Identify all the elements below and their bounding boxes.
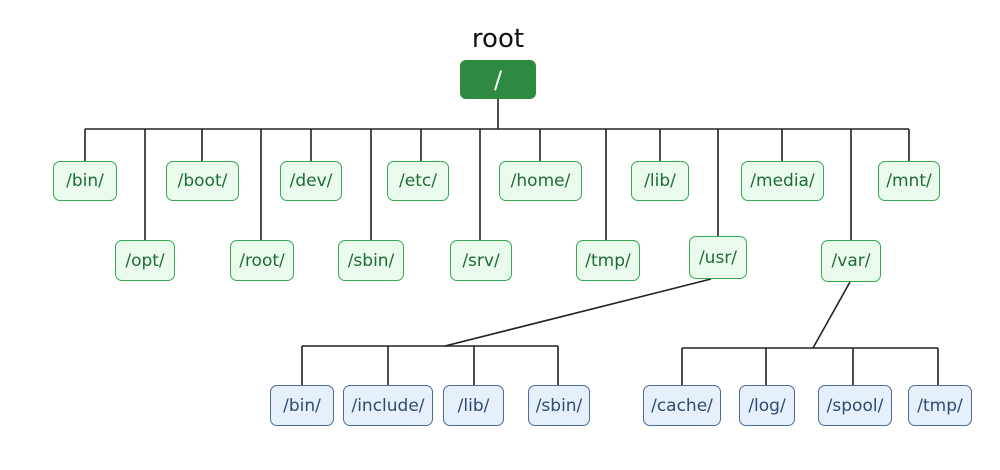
- node-home[interactable]: /home/: [499, 161, 582, 201]
- node-usr-sbin[interactable]: /sbin/: [528, 385, 590, 426]
- node-opt[interactable]: /opt/: [115, 240, 175, 281]
- node-var-spool[interactable]: /spool/: [818, 385, 892, 426]
- usr-diagonal: [444, 278, 712, 347]
- node-var-tmp[interactable]: /tmp/: [908, 385, 972, 426]
- node-usr[interactable]: /usr/: [689, 236, 747, 279]
- node-var-log[interactable]: /log/: [739, 385, 795, 426]
- node-usr-include[interactable]: /include/: [343, 385, 433, 426]
- node-tmp[interactable]: /tmp/: [576, 240, 640, 281]
- node-media[interactable]: /media/: [741, 161, 824, 201]
- node-mnt[interactable]: /mnt/: [878, 161, 940, 201]
- node-etc[interactable]: /etc/: [387, 161, 449, 201]
- node-usr-lib[interactable]: /lib/: [443, 385, 504, 426]
- node-root-dir[interactable]: /root/: [230, 240, 294, 281]
- node-bin[interactable]: /bin/: [53, 161, 117, 201]
- var-diagonal: [812, 281, 851, 349]
- node-usr-bin[interactable]: /bin/: [270, 385, 334, 426]
- node-var-cache[interactable]: /cache/: [643, 385, 721, 426]
- node-srv[interactable]: /srv/: [450, 240, 512, 281]
- node-sbin[interactable]: /sbin/: [338, 240, 404, 281]
- node-dev[interactable]: /dev/: [280, 161, 342, 201]
- node-lib[interactable]: /lib/: [631, 161, 689, 201]
- root-node[interactable]: /: [460, 60, 536, 99]
- node-var[interactable]: /var/: [821, 240, 881, 282]
- root-title: root: [471, 24, 525, 54]
- node-boot[interactable]: /boot/: [166, 161, 239, 201]
